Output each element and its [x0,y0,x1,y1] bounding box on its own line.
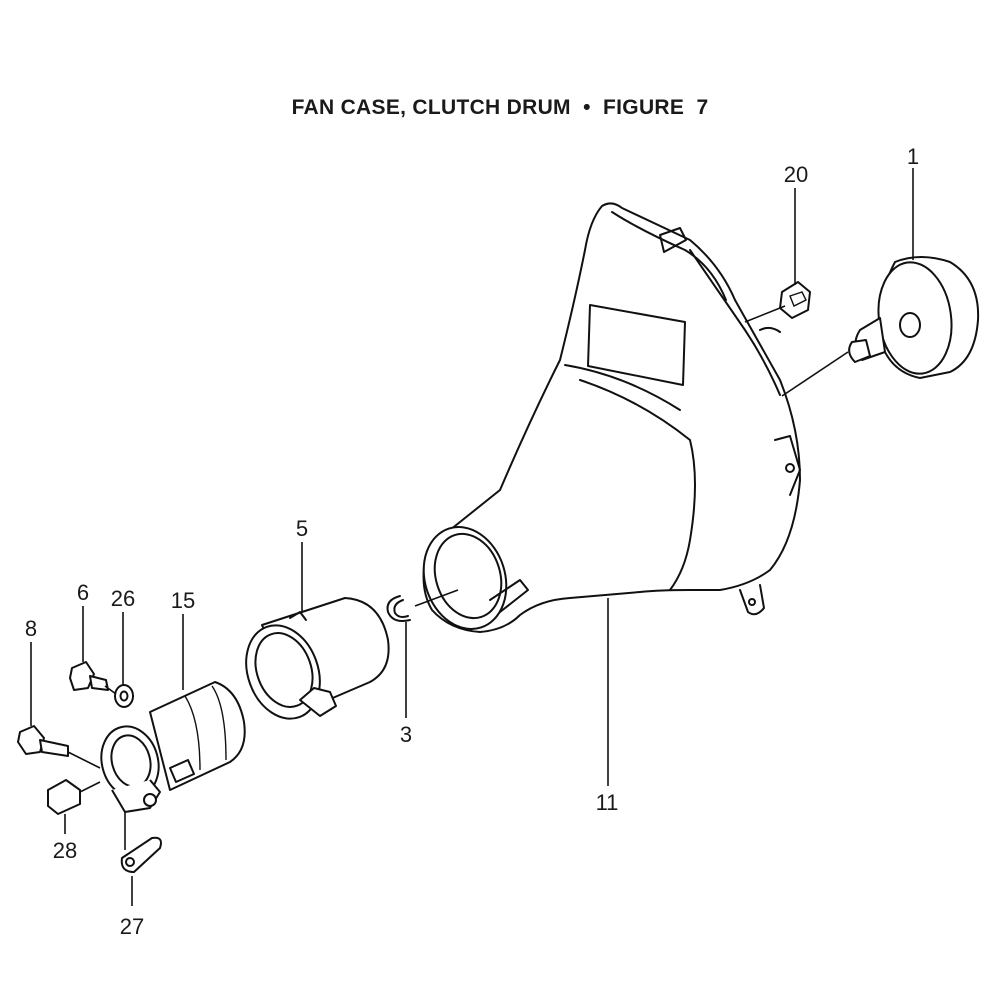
callout-20: 20 [784,162,808,187]
callout-3: 3 [400,722,412,747]
callout-numbers: 1 20 5 3 11 6 26 15 8 28 27 [25,144,919,939]
clip-part-3 [386,595,411,622]
clamp-housing-part-15 [100,681,246,813]
sleeve-part-5 [245,597,390,720]
callout-1: 1 [907,144,919,169]
cap-part-28 [47,779,81,815]
callout-5: 5 [296,516,308,541]
clutch-drum-part-1 [848,256,980,379]
callout-26: 26 [111,586,135,611]
screw-part-6 [69,661,109,691]
figure-title: FAN CASE, CLUTCH DRUM • FIGURE 7 [291,96,709,119]
bolt-part-8 [17,725,69,757]
callout-8: 8 [25,616,37,641]
callout-15: 15 [171,588,195,613]
nut-part-20 [779,281,811,319]
washer-part-26 [114,684,134,708]
callout-27: 27 [120,914,144,939]
callout-11: 11 [596,790,619,815]
callout-6: 6 [77,580,89,605]
bracket-part-27 [120,836,162,873]
callout-28: 28 [53,838,77,863]
fan-case-part-11 [422,202,801,633]
leader-lines [30,168,914,906]
